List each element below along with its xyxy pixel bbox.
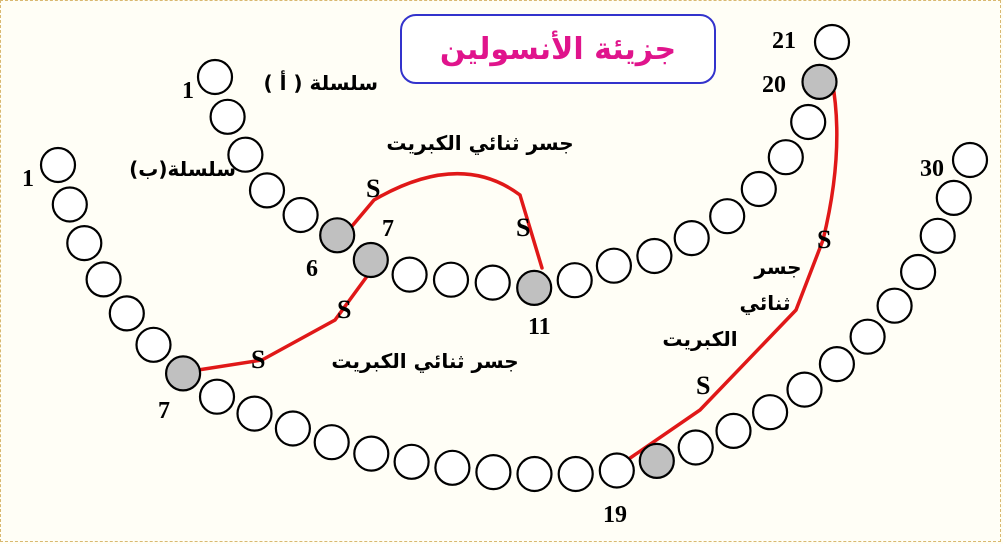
disulfide-bonds (196, 78, 839, 467)
chain-b-residue-5 (108, 295, 145, 332)
chain-b-residue-1 (39, 146, 77, 184)
chain-b-residue-15 (475, 454, 512, 491)
chain-a-residue-21 (813, 23, 851, 61)
chain-a-residue-15 (673, 220, 710, 257)
chain-b-residue-18 (598, 452, 635, 489)
chain-b-residue-24 (818, 346, 856, 383)
chain-b-residue-17 (557, 455, 594, 493)
diagram-title: جزيئة الأنسولين (439, 31, 677, 67)
chain-a-residue-10 (474, 264, 511, 301)
chain-a-label: سلسلة ( أ ) (263, 69, 378, 95)
chain-b-residue-22 (751, 394, 789, 431)
chain-b-residue-12 (353, 435, 390, 472)
sulfur-b7: S (251, 345, 265, 374)
chain-b-residue-19 (638, 442, 675, 479)
chain-b-residue-10 (274, 410, 311, 447)
chain-b-residue-11 (313, 424, 350, 461)
right-bridge-label-line-3: الكبريت (662, 327, 737, 351)
chain-a-residue-13 (595, 247, 633, 284)
sulfur-b19: S (696, 371, 710, 400)
chain-b (39, 141, 989, 493)
bond-a6-a11 (340, 171, 544, 270)
sulfur-a7: S (337, 295, 351, 324)
chain-a-residue-4 (248, 172, 286, 209)
chain-a-residue-16 (709, 198, 746, 235)
chain-a-residue-18 (767, 139, 804, 176)
chain-b-residue-14 (434, 449, 471, 486)
chain-a-residue-2 (209, 98, 246, 135)
chain-a-residue-17 (740, 170, 777, 208)
chain-a-residue-14 (636, 237, 673, 275)
chain-a-residue-20 (801, 63, 838, 101)
chain-b-residue-3 (66, 225, 103, 262)
chain-b-residue-2 (51, 186, 88, 223)
chain-b-residue-16 (516, 455, 553, 493)
bond-a7-b7 (196, 262, 378, 372)
chain-a-residue-8 (391, 256, 428, 293)
chain-a-number-7: 7 (382, 216, 394, 242)
chain-b-residue-28 (919, 217, 956, 254)
chain-a-residue-1 (196, 58, 234, 96)
title-box: جزيئة الأنسولين (400, 14, 716, 84)
bond-a20-b19 (618, 78, 839, 467)
chain-a-number-11: 11 (528, 314, 551, 340)
chain-b-residue-30 (951, 141, 989, 179)
chain-b-residue-9 (236, 395, 273, 432)
chain-b-residue-29 (935, 179, 972, 216)
chain-a-number-1: 1 (182, 78, 194, 104)
right-bridge-label-line-1: جسر (753, 255, 801, 279)
chain-b-residue-6 (135, 326, 172, 363)
chain-a-residue-12 (556, 262, 593, 299)
chain-b-label: سلسلة(ب) (129, 157, 236, 181)
chain-b-residue-25 (849, 318, 886, 355)
chain-a-number-20: 20 (762, 72, 786, 98)
chain-a (196, 23, 851, 306)
chain-a-residue-6 (319, 217, 356, 254)
chain-b-number-7: 7 (158, 398, 170, 424)
chain-b-residue-4 (85, 261, 122, 298)
chain-a-residue-11 (516, 269, 553, 306)
chain-a-residue-5 (282, 196, 319, 234)
sulfur-a6: S (366, 174, 380, 203)
sulfur-a11: S (516, 213, 530, 242)
chain-a-number-21: 21 (772, 28, 796, 54)
chain-b-residue-8 (198, 378, 236, 415)
bottom-bridge-label: جسر ثنائي الكبريت (331, 349, 518, 374)
chain-b-residue-26 (876, 287, 913, 324)
chain-a-residue-19 (790, 103, 827, 141)
chain-a-residue-7 (352, 241, 389, 279)
chain-b-residue-23 (786, 371, 823, 408)
chain-b-residue-13 (393, 443, 430, 480)
chain-a-number-6: 6 (306, 256, 318, 282)
chain-a-residue-9 (432, 261, 470, 298)
chain-b-number-30: 30 (920, 156, 944, 182)
chain-b-number-19: 19 (603, 502, 627, 528)
chain-b-residue-20 (677, 429, 714, 466)
chain-b-residue-27 (899, 253, 937, 291)
right-bridge-label-line-2: ثنائي (740, 291, 791, 316)
chain-b-number-1: 1 (22, 166, 34, 192)
top-bridge-label: جسر ثنائي الكبريت (386, 131, 573, 156)
chain-b-residue-21 (715, 412, 752, 449)
chain-b-residue-7 (165, 355, 202, 392)
chain-a-residue-3 (227, 136, 264, 173)
sulfur-a20: S (817, 225, 831, 254)
